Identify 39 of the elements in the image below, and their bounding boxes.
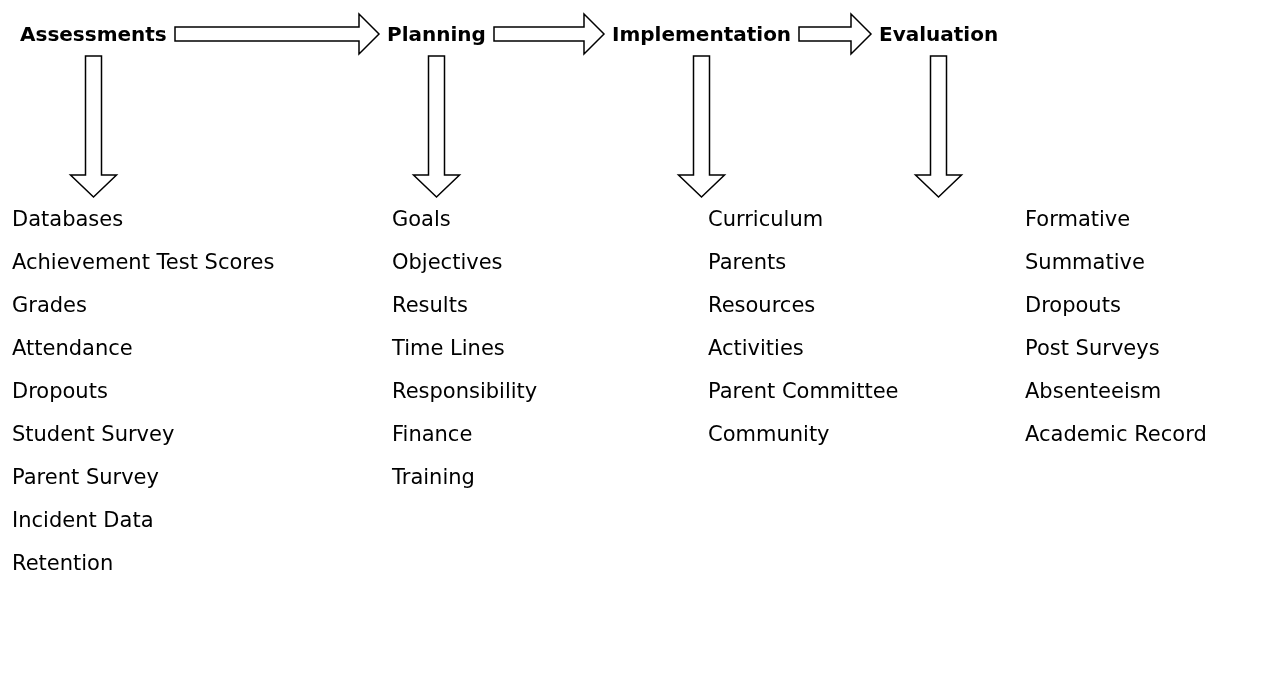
stage-heading: Implementation	[612, 21, 792, 48]
list-item: Attendance	[12, 335, 134, 362]
list-item: Training	[392, 464, 476, 491]
list-item: Parents	[708, 249, 788, 276]
list-item: Retention	[12, 550, 115, 577]
list-item: Academic Record	[1025, 421, 1207, 448]
list-item: Goals	[392, 206, 452, 233]
hollow-arrow	[913, 55, 964, 199]
list-item: Student Survey	[12, 421, 176, 448]
hollow-arrow	[68, 55, 119, 199]
list-item: Parent Committee	[708, 378, 899, 405]
hollow-arrow	[174, 12, 381, 56]
list-item: Results	[392, 292, 469, 319]
list-item: Time Lines	[392, 335, 506, 362]
hollow-arrow	[493, 12, 606, 56]
list-item: Dropouts	[12, 378, 109, 405]
list-item: Community	[708, 421, 831, 448]
hollow-arrow	[798, 12, 873, 56]
list-item: Absenteeism	[1025, 378, 1163, 405]
list-item: Databases	[12, 206, 125, 233]
list-item: Incident Data	[12, 507, 155, 534]
stage-heading: Evaluation	[879, 21, 999, 48]
list-item: Dropouts	[1025, 292, 1122, 319]
list-item: Post Surveys	[1025, 335, 1161, 362]
list-item: Summative	[1025, 249, 1146, 276]
stage-heading: Assessments	[20, 21, 167, 48]
list-item: Resources	[708, 292, 817, 319]
list-item: Responsibility	[392, 378, 538, 405]
stage-heading: Planning	[387, 21, 486, 48]
list-item: Objectives	[392, 249, 504, 276]
list-item: Activities	[708, 335, 805, 362]
hollow-arrow	[676, 55, 727, 199]
hollow-arrow	[411, 55, 462, 199]
list-item: Curriculum	[708, 206, 825, 233]
list-item: Achievement Test Scores	[12, 249, 275, 276]
list-item: Finance	[392, 421, 474, 448]
list-item: Parent Survey	[12, 464, 160, 491]
list-item: Formative	[1025, 206, 1132, 233]
list-item: Grades	[12, 292, 88, 319]
